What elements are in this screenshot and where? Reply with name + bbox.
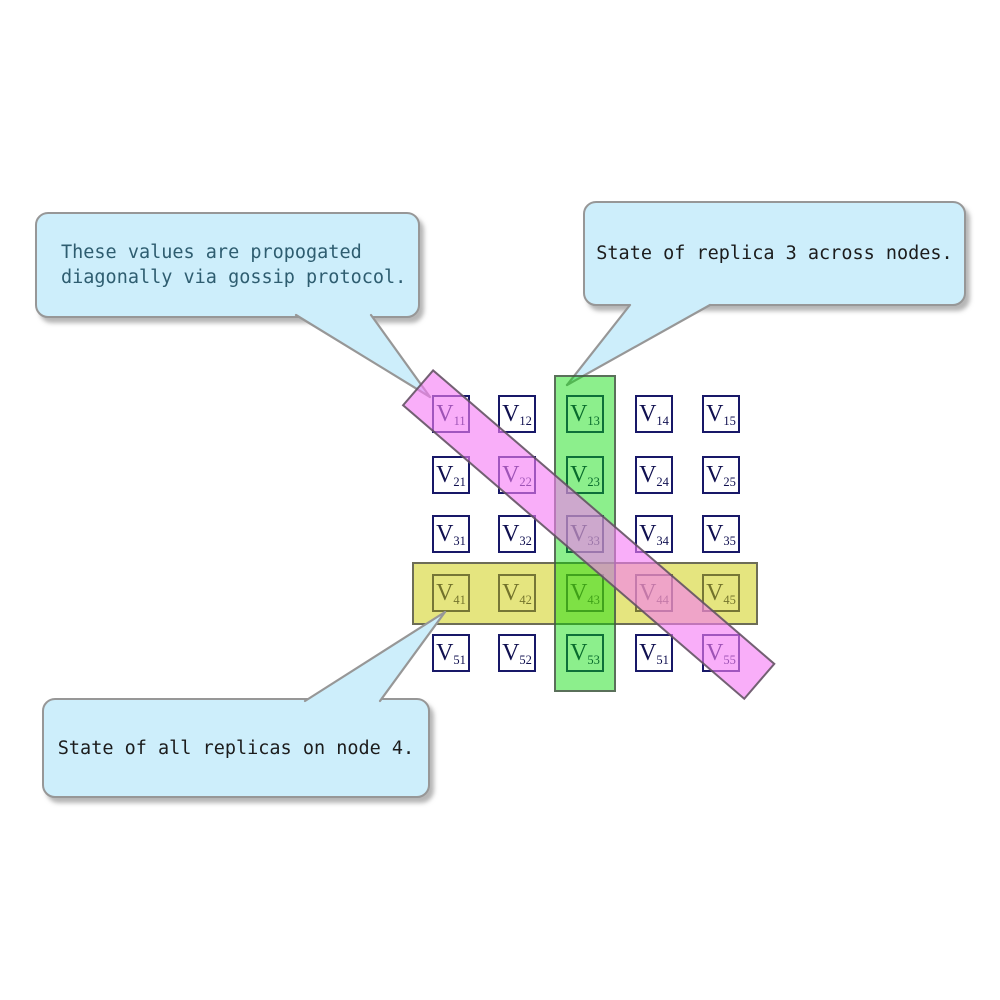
cell-symbol: V — [639, 521, 657, 547]
cell-symbol: V — [502, 521, 520, 547]
cell-subscript: 24 — [656, 474, 669, 489]
callout-node-tail — [303, 610, 447, 703]
cell-symbol: V — [639, 462, 657, 488]
cell-subscript: 15 — [723, 413, 736, 428]
cell-symbol: V — [639, 401, 657, 427]
cell-subscript: 13 — [587, 413, 600, 428]
callout-replica-3: State of replica 3 across nodes. — [583, 201, 966, 306]
cell-symbol: V — [502, 640, 520, 666]
cell-subscript: 52 — [519, 652, 532, 667]
callout-gossip-tail — [294, 313, 432, 399]
callout-gossip-protocol: These values are propogated diagonally v… — [35, 212, 420, 318]
cell-subscript: 32 — [519, 533, 532, 548]
cell-symbol: V — [706, 462, 724, 488]
callout-node-4: State of all replicas on node 4. — [42, 698, 430, 798]
cell-subscript: 21 — [453, 474, 466, 489]
cell-symbol: V — [436, 462, 454, 488]
cell-subscript: 35 — [723, 533, 736, 548]
callout-gossip-line1: These values are propogated — [61, 242, 362, 263]
cell-subscript: 25 — [723, 474, 736, 489]
cell-symbol: V — [570, 401, 588, 427]
callout-replica-text: State of replica 3 across nodes. — [596, 243, 953, 264]
cell-subscript: 51 — [453, 652, 466, 667]
cell-symbol: V — [436, 521, 454, 547]
callout-node-text: State of all replicas on node 4. — [57, 737, 415, 759]
cell-subscript: 53 — [587, 652, 600, 667]
cell-subscript: 34 — [656, 533, 669, 548]
callout-replica-tail — [565, 303, 712, 387]
cell-symbol: V — [706, 401, 724, 427]
cell-symbol: V — [502, 401, 520, 427]
cell-subscript: 14 — [656, 413, 669, 428]
cell-subscript: 12 — [519, 413, 532, 428]
cell-symbol: V — [570, 640, 588, 666]
cell-symbol: V — [706, 521, 724, 547]
cell-symbol: V — [570, 462, 588, 488]
cell-symbol: V — [436, 640, 454, 666]
callout-gossip-line2: diagonally via gossip protocol. — [61, 267, 407, 288]
cell-subscript: 31 — [453, 533, 466, 548]
cell-subscript: 51 — [656, 652, 669, 667]
cell-subscript: 23 — [587, 474, 600, 489]
cell-symbol: V — [639, 640, 657, 666]
